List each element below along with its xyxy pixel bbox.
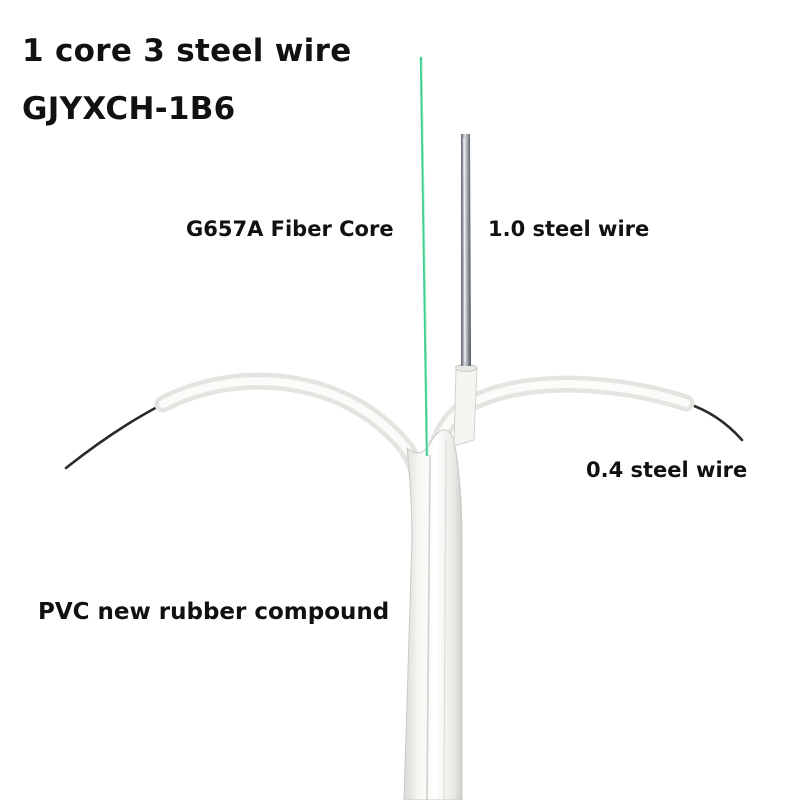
product-model: GJYXCH-1B6 bbox=[22, 91, 236, 127]
label-steel-wire-1-0: 1.0 steel wire bbox=[488, 217, 650, 241]
label-fiber-core: G657A Fiber Core bbox=[186, 217, 394, 241]
steel-wire-right bbox=[684, 401, 744, 442]
jacket-branch-left bbox=[154, 372, 427, 483]
label-jacket-material: PVC new rubber compound bbox=[38, 599, 390, 625]
product-title: 1 core 3 steel wire bbox=[22, 33, 352, 69]
cable-jacket bbox=[403, 429, 463, 800]
fiber-core bbox=[419, 56, 429, 457]
steel-wire-1-0 bbox=[461, 134, 471, 366]
steel-wire-left bbox=[64, 402, 165, 470]
label-steel-wire-0-4: 0.4 steel wire bbox=[586, 458, 748, 482]
steel-wire-sheath bbox=[453, 367, 478, 447]
